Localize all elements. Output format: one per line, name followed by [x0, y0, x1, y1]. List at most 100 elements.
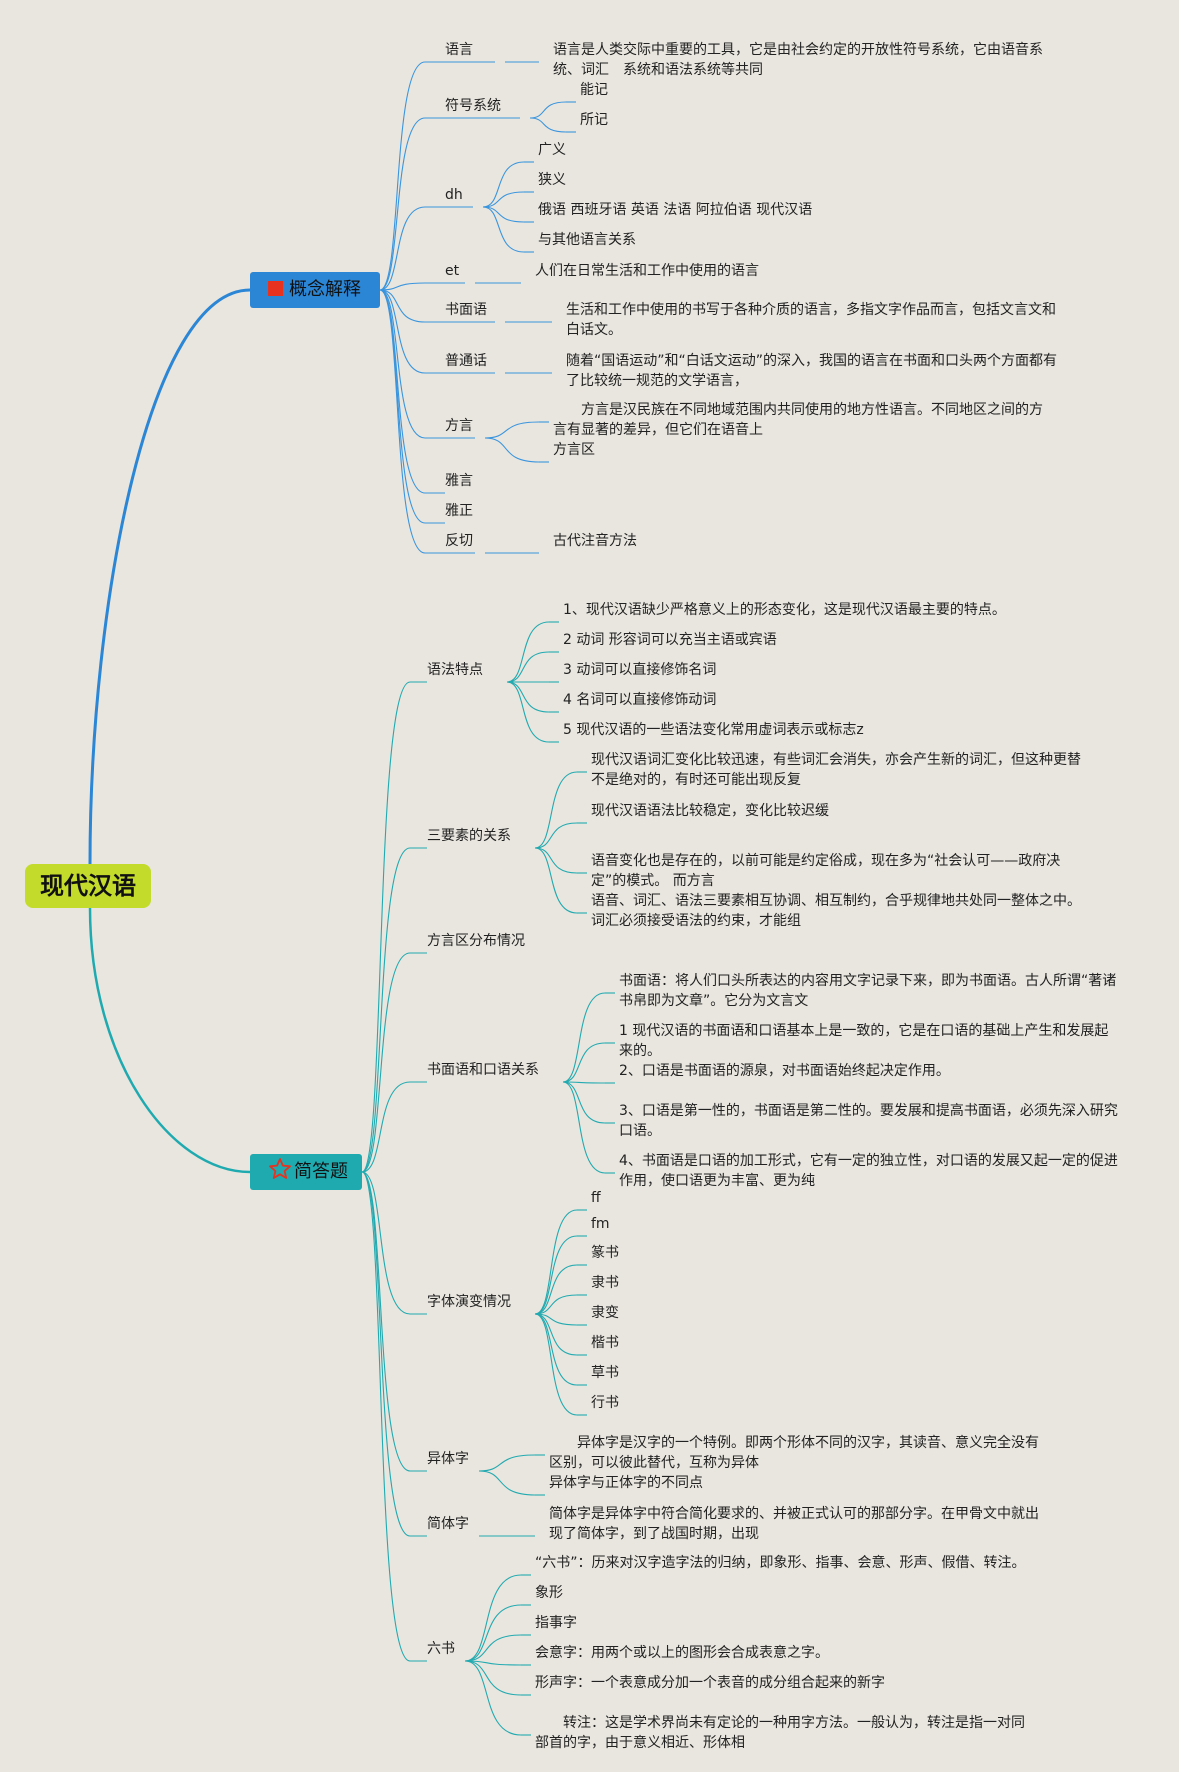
short-answer-item[interactable]: 字体演变情况 [427, 1294, 511, 1310]
connector-line [506, 681, 550, 713]
concept-detail: 语言是人类交际中重要的工具，它是由社会约定的开放性符号系统，它由语音系统、词汇 … [553, 42, 1043, 78]
connector-line [482, 161, 525, 208]
short-answer-detail: 形声字：一个表意成分加一个表音的成分组合起来的新字 [535, 1675, 885, 1691]
short-answer-item[interactable]: 方言区分布情况 [427, 933, 525, 949]
connector-line [482, 191, 525, 208]
short-answer-detail: 隶变 [591, 1305, 619, 1321]
short-answer-detail: 4 名词可以直接修饰动词 [563, 692, 717, 708]
concept-detail: 能记 [580, 82, 608, 98]
connector-line [534, 1313, 578, 1356]
short-answer-detail: 书面语：将人们口头所表达的内容用文字记录下来，即为书面语。古人所谓“著诸书帛即为… [619, 973, 1117, 1009]
connector-line [482, 206, 525, 253]
short-answer-item[interactable]: 三要素的关系 [427, 828, 511, 844]
connector-line [464, 1660, 522, 1696]
connector-line [534, 1313, 578, 1326]
short-answer-detail: 现代汉语词汇变化比较迅速，有些词汇会消失，亦会产生新的词汇，但这种更替不是绝对的… [591, 752, 1081, 788]
connector-line [484, 421, 540, 439]
connector-line [379, 61, 426, 291]
short-answer-detail: 草书 [591, 1365, 619, 1381]
short-answer-detail: 指事字 [535, 1615, 577, 1631]
concept-detail: 广义 [538, 142, 566, 158]
concept-item[interactable]: 方言 [445, 418, 473, 434]
concept-item[interactable]: 普通话 [445, 353, 487, 369]
short-answer-item[interactable]: 异体字 [427, 1451, 469, 1467]
short-answer-detail: 3、口语是第一性的，书面语是第二性的。要发展和提高书面语，必须先深入研究口语。 [619, 1103, 1118, 1139]
connector-line [361, 847, 411, 1173]
connector-line [361, 1081, 411, 1173]
concept-item[interactable]: 书面语 [445, 302, 487, 318]
concept-detail: 古代注音方法 [553, 533, 637, 549]
concept-item[interactable]: 雅正 [445, 503, 473, 519]
connector-line [534, 771, 578, 849]
short-answer-item[interactable]: 六书 [427, 1641, 455, 1657]
short-answer-detail: 5 现代汉语的一些语法变化常用虚词表示或标志z [563, 722, 864, 738]
short-answer-detail: 3 动词可以直接修饰名词 [563, 662, 717, 678]
connector-line [484, 437, 540, 463]
connector-line [506, 621, 550, 683]
connector-line [379, 289, 426, 554]
short-answer-item[interactable]: 简体字 [427, 1516, 469, 1532]
short-answer-detail: 异体字与正体字的不同点 [549, 1475, 703, 1491]
short-answer-detail: 1 现代汉语的书面语和口语基本上是一致的，它是在口语的基础上产生和发展起来的。 [619, 1023, 1109, 1059]
short-answer-detail: 现代汉语语法比较稳定，变化比较迟缓 [591, 803, 829, 819]
concept-detail: 随着“国语运动”和“白话文运动”的深入，我国的语言在书面和口头两个方面都有了比较… [566, 353, 1058, 389]
short-answer-detail: 会意字：用两个或以上的图形会合成表意之字。 [535, 1645, 829, 1661]
connector-line [562, 1042, 606, 1083]
connector-line [361, 681, 411, 1173]
concept-detail: 俄语 西班牙语 英语 法语 阿拉伯语 现代汉语 [538, 202, 813, 218]
concept-item[interactable]: 语言 [445, 42, 473, 58]
connector-line [464, 1634, 522, 1662]
connector-line [464, 1604, 522, 1662]
connector-line [379, 289, 426, 374]
short-answer-detail: 简体字是异体字中符合简化要求的、并被正式认可的那部分字。在甲骨文中就出现了简体字… [549, 1506, 1039, 1542]
connector-line [534, 847, 578, 914]
connector-line [562, 1081, 606, 1084]
concept-detail: 生活和工作中使用的书写于各种介质的语言，多指文字作品而言，包括文言文和白话文。 [566, 302, 1056, 338]
branch-concept-explanation[interactable]: 概念解释 [250, 272, 380, 308]
concept-item[interactable]: 反切 [445, 533, 473, 549]
concept-detail: 所记 [580, 112, 608, 128]
short-answer-detail: 语音、词汇、语法三要素相互协调、相互制约，合乎规律地共处同一整体之中。词汇必须接… [591, 893, 1081, 929]
connector-line [506, 651, 550, 683]
short-answer-item[interactable]: 书面语和口语关系 [427, 1062, 539, 1078]
short-answer-item[interactable]: 语法特点 [427, 662, 483, 678]
root-label: 现代汉语 [40, 872, 136, 900]
connector-line [361, 1171, 411, 1315]
short-answer-detail: 4、书面语是口语的加工形式，它有一定的独立性，对口语的发展又起一定的促进作用，使… [619, 1153, 1118, 1189]
short-answer-detail: 行书 [591, 1395, 619, 1411]
connector-line [379, 206, 426, 291]
connector-line [361, 1171, 411, 1662]
branch-short-answer-label: 简答题 [294, 1161, 348, 1182]
short-answer-detail: 象形 [535, 1585, 563, 1601]
short-answer-detail: 篆书 [591, 1245, 619, 1261]
concept-item[interactable]: et [445, 263, 460, 279]
star-icon [269, 1158, 291, 1179]
connector-line [478, 1454, 536, 1472]
connector-line [529, 117, 567, 133]
short-answer-detail: 1、现代汉语缺少严格意义上的形态变化，这是现代汉语最主要的特点。 [563, 602, 1006, 618]
concept-item[interactable]: 雅言 [445, 473, 473, 489]
concept-detail: 方言是汉民族在不同地域范围内共同使用的地方性语言。不同地区之间的方言有显著的差异… [553, 402, 1043, 438]
connector-line [361, 1171, 411, 1472]
connector-line [478, 1470, 536, 1496]
concept-detail: 方言区 [553, 442, 595, 458]
branch-concept-label: 概念解释 [289, 279, 361, 300]
connector-line [562, 1081, 606, 1124]
concept-item[interactable]: 符号系统 [445, 98, 501, 114]
branch-short-answer[interactable]: 简答题 [250, 1154, 362, 1190]
concept-detail: 与其他语言关系 [538, 232, 636, 248]
short-answer-detail: 隶书 [591, 1275, 619, 1291]
root-node[interactable]: 现代汉语 [25, 864, 151, 908]
connector-line [562, 1081, 606, 1174]
connector-line [562, 992, 606, 1083]
red-square-icon [268, 281, 283, 296]
short-answer-detail: 语音变化也是存在的，以前可能是约定俗成，现在多为“社会认可——政府决定”的模式。… [591, 853, 1061, 889]
connector-line [88, 907, 251, 1174]
connector-line [379, 282, 426, 291]
connector-line [361, 952, 411, 1173]
short-answer-detail: “六书”：历来对汉字造字法的归纳，即象形、指事、会意、形声、假借、转注。 [535, 1555, 1026, 1571]
concept-item[interactable]: dh [445, 187, 463, 203]
connector-line [534, 1209, 578, 1315]
connector-line [506, 681, 550, 743]
